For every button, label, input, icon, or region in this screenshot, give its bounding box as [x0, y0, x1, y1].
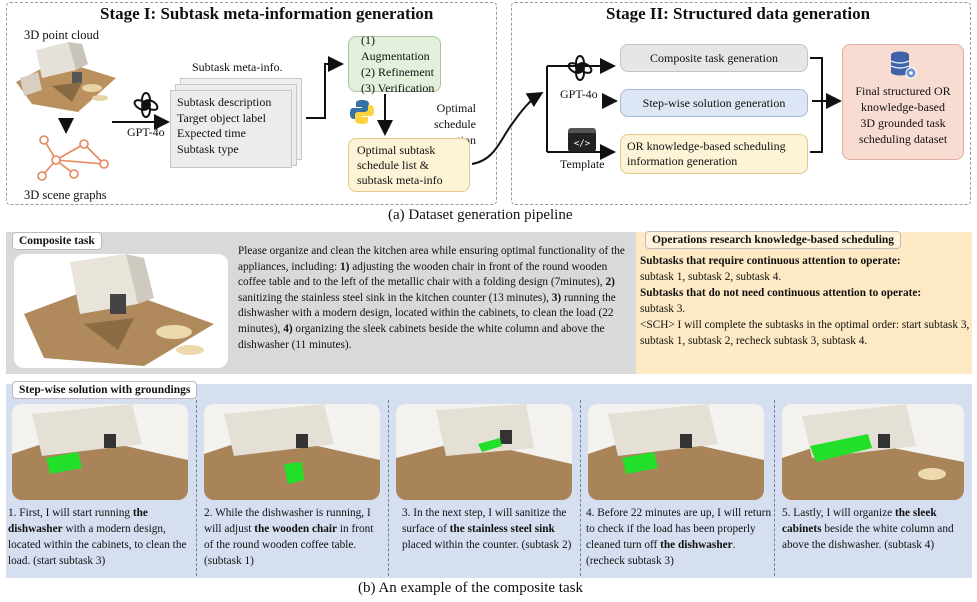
augmentation-box: (1) Augmentation (2) Refinement (3) Veri…: [348, 33, 441, 95]
gpt4o-label-stage2: GPT-4o: [560, 87, 598, 101]
step-4-text: 4. Before 22 minutes are up, I will retu…: [586, 507, 772, 567]
stage-1-title: Stage I: Subtask meta-information genera…: [100, 4, 434, 23]
caption-a: (a) Dataset generation pipeline: [388, 207, 573, 223]
aug-item: (1) Augmentation: [361, 33, 430, 63]
gpt4o-label-stage1: GPT-4o: [127, 125, 165, 139]
point-cloud-label: 3D point cloud: [24, 28, 99, 42]
composite-scene-image: [14, 254, 228, 368]
stage-1-frame: [6, 2, 497, 205]
scene-graph-label: 3D scene graphs: [24, 188, 107, 202]
dishwasher-highlight: [622, 452, 658, 474]
step-5-text: 5. Lastly, I will organize the sleek cab…: [782, 507, 954, 551]
meta-item: Subtask type: [177, 141, 239, 156]
meta-item: Expected time: [177, 126, 246, 140]
or-scheduling-panel: [636, 232, 972, 374]
step-2-image: [204, 404, 380, 500]
final-dataset-box: Final structured OR knowledge-based 3D g…: [842, 44, 964, 160]
cabinet-highlight: [810, 434, 872, 462]
stage-2-frame: [511, 2, 971, 205]
or-scheduling-tag: Operations research knowledge-based sche…: [645, 231, 902, 249]
or-scheduling-box: OR knowledge-based scheduling informatio…: [620, 134, 808, 174]
point-cloud-image: [16, 42, 116, 112]
step-5-image: [782, 404, 964, 500]
step-1-image: [12, 404, 188, 500]
chair-highlight: [284, 462, 304, 484]
database-icon: [890, 51, 917, 79]
meta-item: Target object label: [177, 110, 266, 125]
sink-highlight: [478, 438, 502, 452]
stage-2-title: Stage II: Structured data generation: [606, 4, 871, 23]
stepwise-generation-box: Step-wise solution generation: [620, 89, 808, 117]
template-label: Template: [560, 157, 605, 171]
template-icon: </>: [568, 128, 596, 152]
caption-b: (b) An example of the composite task: [358, 580, 583, 596]
composite-task-text: Please organize and clean the kitchen ar…: [238, 245, 625, 351]
or-scheduling-text: Subtasks that require continuous attenti…: [640, 255, 970, 347]
step-1-text: 1. First, I will start running the dishw…: [8, 507, 187, 567]
step-3-text: 3. In the next step, I will sanitize the…: [402, 507, 572, 551]
step-3-image: [396, 404, 572, 500]
step-divider: [580, 400, 581, 576]
aug-item: (3) Verification: [361, 81, 435, 95]
step-divider: [196, 400, 197, 576]
scene-graph-icon: [37, 135, 109, 181]
step-divider: [774, 400, 775, 576]
python-logo-icon: [350, 100, 374, 124]
dishwasher-highlight: [46, 452, 82, 474]
optimal-schedule-box: Optimal subtask schedule list & subtask …: [348, 138, 470, 192]
aug-item: (2) Refinement: [361, 65, 434, 79]
openai-logo-icon: [567, 55, 593, 81]
meta-item: Subtask description: [177, 95, 272, 109]
composite-task-generation-box: Composite task generation: [620, 44, 808, 72]
step-2-text: 2. While the dishwasher is running, I wi…: [204, 507, 374, 567]
openai-logo-icon: [133, 92, 159, 118]
composite-task-tag: Composite task: [12, 232, 102, 250]
step-4-image: [588, 404, 764, 500]
stepwise-tag: Step-wise solution with groundings: [12, 381, 198, 399]
meta-card: Subtask description Target object label …: [170, 90, 292, 168]
step-divider: [388, 400, 389, 576]
meta-info-title: Subtask meta-info.: [192, 60, 283, 74]
